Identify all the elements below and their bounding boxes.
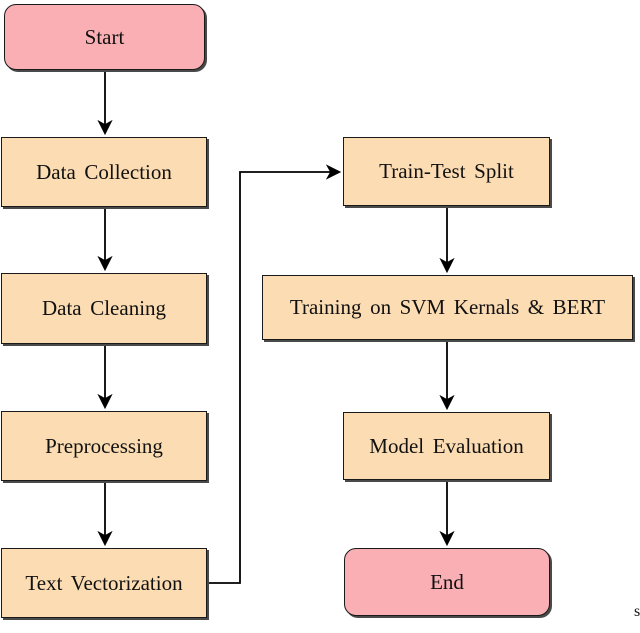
node-data-cleaning: Data Cleaning xyxy=(1,273,207,344)
node-end-label: End xyxy=(430,569,464,594)
node-text-vectorization: Text Vectorization xyxy=(1,548,207,618)
node-data-cleaning-label: Data Cleaning xyxy=(41,296,167,320)
node-training-svm-bert-label: Training on SVM Kernals & BERT xyxy=(289,295,606,319)
node-data-collection-label: Data Collection xyxy=(36,159,172,184)
node-text-vectorization-label: Text Vectorization xyxy=(25,570,183,595)
cropped-caption-fragment: s xyxy=(634,603,640,620)
node-train-test-split: Train-Test Split xyxy=(343,137,550,206)
node-train-test-split-label: Train-Test Split xyxy=(379,159,514,183)
node-start: Start xyxy=(4,4,205,70)
node-model-evaluation-label: Model Evaluation xyxy=(369,433,524,458)
node-data-collection: Data Collection xyxy=(1,137,207,207)
node-start-label: Start xyxy=(84,24,125,49)
node-end: End xyxy=(344,548,550,616)
node-preprocessing-label: Preprocessing xyxy=(45,433,163,458)
edge-vectorization-to-train-test-split xyxy=(209,164,342,584)
node-model-evaluation: Model Evaluation xyxy=(343,412,550,480)
node-preprocessing: Preprocessing xyxy=(1,411,207,481)
node-training-svm-bert: Training on SVM Kernals & BERT xyxy=(262,275,633,340)
